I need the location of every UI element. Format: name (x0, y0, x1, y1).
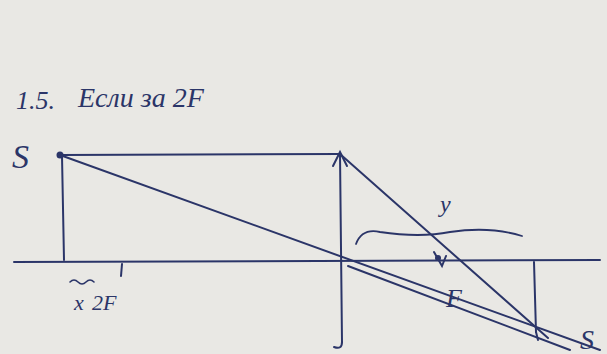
object-line (62, 156, 64, 260)
distance-label: y (440, 192, 451, 216)
ray-refracted (340, 154, 548, 338)
object-label: S (12, 140, 29, 174)
point-label: x (74, 292, 84, 314)
problem-number: 1.5. (16, 88, 55, 114)
focus-label: F (446, 286, 462, 312)
problem-title: Если за 2F (78, 84, 204, 112)
image-line (534, 262, 536, 332)
ray-center (60, 155, 600, 350)
focus-mark (434, 252, 446, 266)
image-tip (536, 332, 538, 340)
wavy-mark (70, 280, 94, 284)
tick-2f (121, 264, 122, 276)
lens-bottom (334, 342, 342, 348)
optical-axis (14, 260, 600, 262)
point-label: 2F (92, 292, 116, 314)
ray-parallel (60, 154, 340, 155)
focus-dot (435, 255, 441, 261)
lens-line (340, 154, 342, 342)
image-label: S (580, 326, 594, 354)
point-dot (57, 152, 64, 159)
ray-extra (348, 266, 570, 350)
wavy-brace (356, 230, 522, 244)
